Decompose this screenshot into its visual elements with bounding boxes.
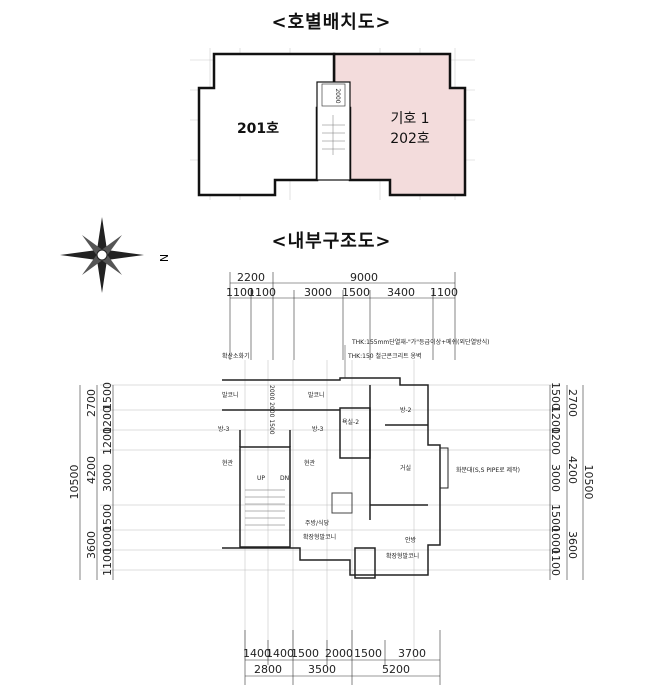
dim-left-2: 4200 <box>85 456 98 484</box>
stair-dn-label: DN <box>280 475 289 482</box>
room-entry-mid: 현관 <box>304 459 316 467</box>
dim-right-row2-1: 1500 <box>549 382 562 410</box>
dim-right-2: 4200 <box>566 456 579 484</box>
unit-202-label: 202호 <box>390 131 430 147</box>
dim-left-row2-4: 3000 <box>101 464 114 492</box>
compass-north-label: N <box>157 254 170 262</box>
dim-bottom-4: 2000 <box>325 647 353 660</box>
dim-top-row2-5: 3400 <box>387 286 415 299</box>
room-bath: 욕실-2 <box>342 418 359 426</box>
unit-201-label: 201호 <box>237 121 279 137</box>
dim-top-1: 2200 <box>237 271 265 284</box>
dim-top-2: 9000 <box>350 271 378 284</box>
dim-left-row2-7: 1100 <box>101 548 114 576</box>
room-living: 거실 <box>400 464 411 472</box>
dim-top-row2-1: 1100 <box>226 286 254 299</box>
dim-top-row2-4: 1500 <box>342 286 370 299</box>
room-master: 안방 <box>405 536 417 544</box>
room-entry-left: 현관 <box>222 459 234 467</box>
dim-right-row2-2: 1200 <box>549 406 562 434</box>
stair-core <box>316 81 351 181</box>
dim-bottom-row2-3: 5200 <box>382 663 410 676</box>
dim-left-row2-2: 1200 <box>101 406 114 434</box>
interior-plan-title: <내부구조도> <box>271 231 392 252</box>
planter-box <box>439 447 449 489</box>
plan-walls <box>222 377 441 579</box>
note-thk155: THK:155mm단열재-"가"등급이상+메쉬(외단열방식) <box>351 338 489 346</box>
dim-bottom-3: 1500 <box>291 647 319 660</box>
side-dimension-lines <box>79 385 584 580</box>
top-dimension-lines <box>229 272 456 360</box>
bottom-dimension-lines <box>244 630 441 685</box>
dim-right-total: 10500 <box>582 465 595 500</box>
dim-right-row2-4: 3000 <box>549 464 562 492</box>
dim-right-3: 3600 <box>566 531 579 559</box>
grid-lines <box>100 360 560 660</box>
dining-table <box>331 492 353 514</box>
dim-right-row2-7: 1100 <box>549 548 562 576</box>
dim-right-1: 2700 <box>566 389 579 417</box>
right-dimensions: 10500 2700 4200 3600 1500 1200 1200 3000… <box>549 382 595 576</box>
dim-left-row2-3: 1200 <box>101 427 114 455</box>
dim-bottom-row2-1: 2800 <box>254 663 282 676</box>
stair-dim-label: 2000 <box>334 88 341 103</box>
note-thk150: THK:150 철근콘크리트 옹벽 <box>347 352 422 360</box>
dim-bottom-2: 1400 <box>266 647 294 660</box>
room-ext-balcony-1: 확장형발코니 <box>303 533 336 541</box>
dim-bottom-6: 3700 <box>398 647 426 660</box>
dim-left-row2-5: 1500 <box>101 504 114 532</box>
stair-dim-vertical: 2000 2000 1500 <box>268 385 275 435</box>
dim-right-row2-5: 1500 <box>549 504 562 532</box>
dim-right-row2-3: 1200 <box>549 427 562 455</box>
room-balcony-mid: 발코니 <box>308 391 325 399</box>
stair-up-label: UP <box>257 475 265 482</box>
dim-left-row2-1: 1500 <box>101 382 114 410</box>
room-balcony-left: 발코니 <box>222 391 239 399</box>
dim-top-row2-2: 1100 <box>248 286 276 299</box>
room-3-left: 방-3 <box>218 425 230 433</box>
dim-top-row2-6: 1100 <box>430 286 458 299</box>
dim-right-row2-6: 1000 <box>549 526 562 554</box>
room-2: 방-2 <box>400 406 412 414</box>
stair-treads <box>245 489 285 526</box>
note-extinguisher: 확산소화기 <box>222 352 250 360</box>
room-kitchen: 주방/식당 <box>305 519 330 527</box>
dim-left-total: 10500 <box>68 465 81 500</box>
dim-bottom-1: 1400 <box>243 647 271 660</box>
dim-bottom-row2-2: 3500 <box>308 663 336 676</box>
dim-bottom-5: 1500 <box>354 647 382 660</box>
unit-202-symbol-label: 기호 1 <box>390 111 429 127</box>
dim-left-row2-6: 1000 <box>101 526 114 554</box>
dim-top-row2-3: 3000 <box>304 286 332 299</box>
dim-left-3: 3600 <box>85 531 98 559</box>
room-3-mid: 방-3 <box>312 425 324 433</box>
note-planter: 화분대(S,S PIPE로 제작) <box>456 466 520 474</box>
room-ext-balcony-2: 확장형발코니 <box>386 552 419 560</box>
dim-left-1: 2700 <box>85 389 98 417</box>
unit-plan-title: <호별배치도> <box>271 12 392 33</box>
compass-icon <box>60 217 144 293</box>
left-dimensions: 10500 2700 4200 3600 1500 1200 1200 3000… <box>68 382 114 576</box>
